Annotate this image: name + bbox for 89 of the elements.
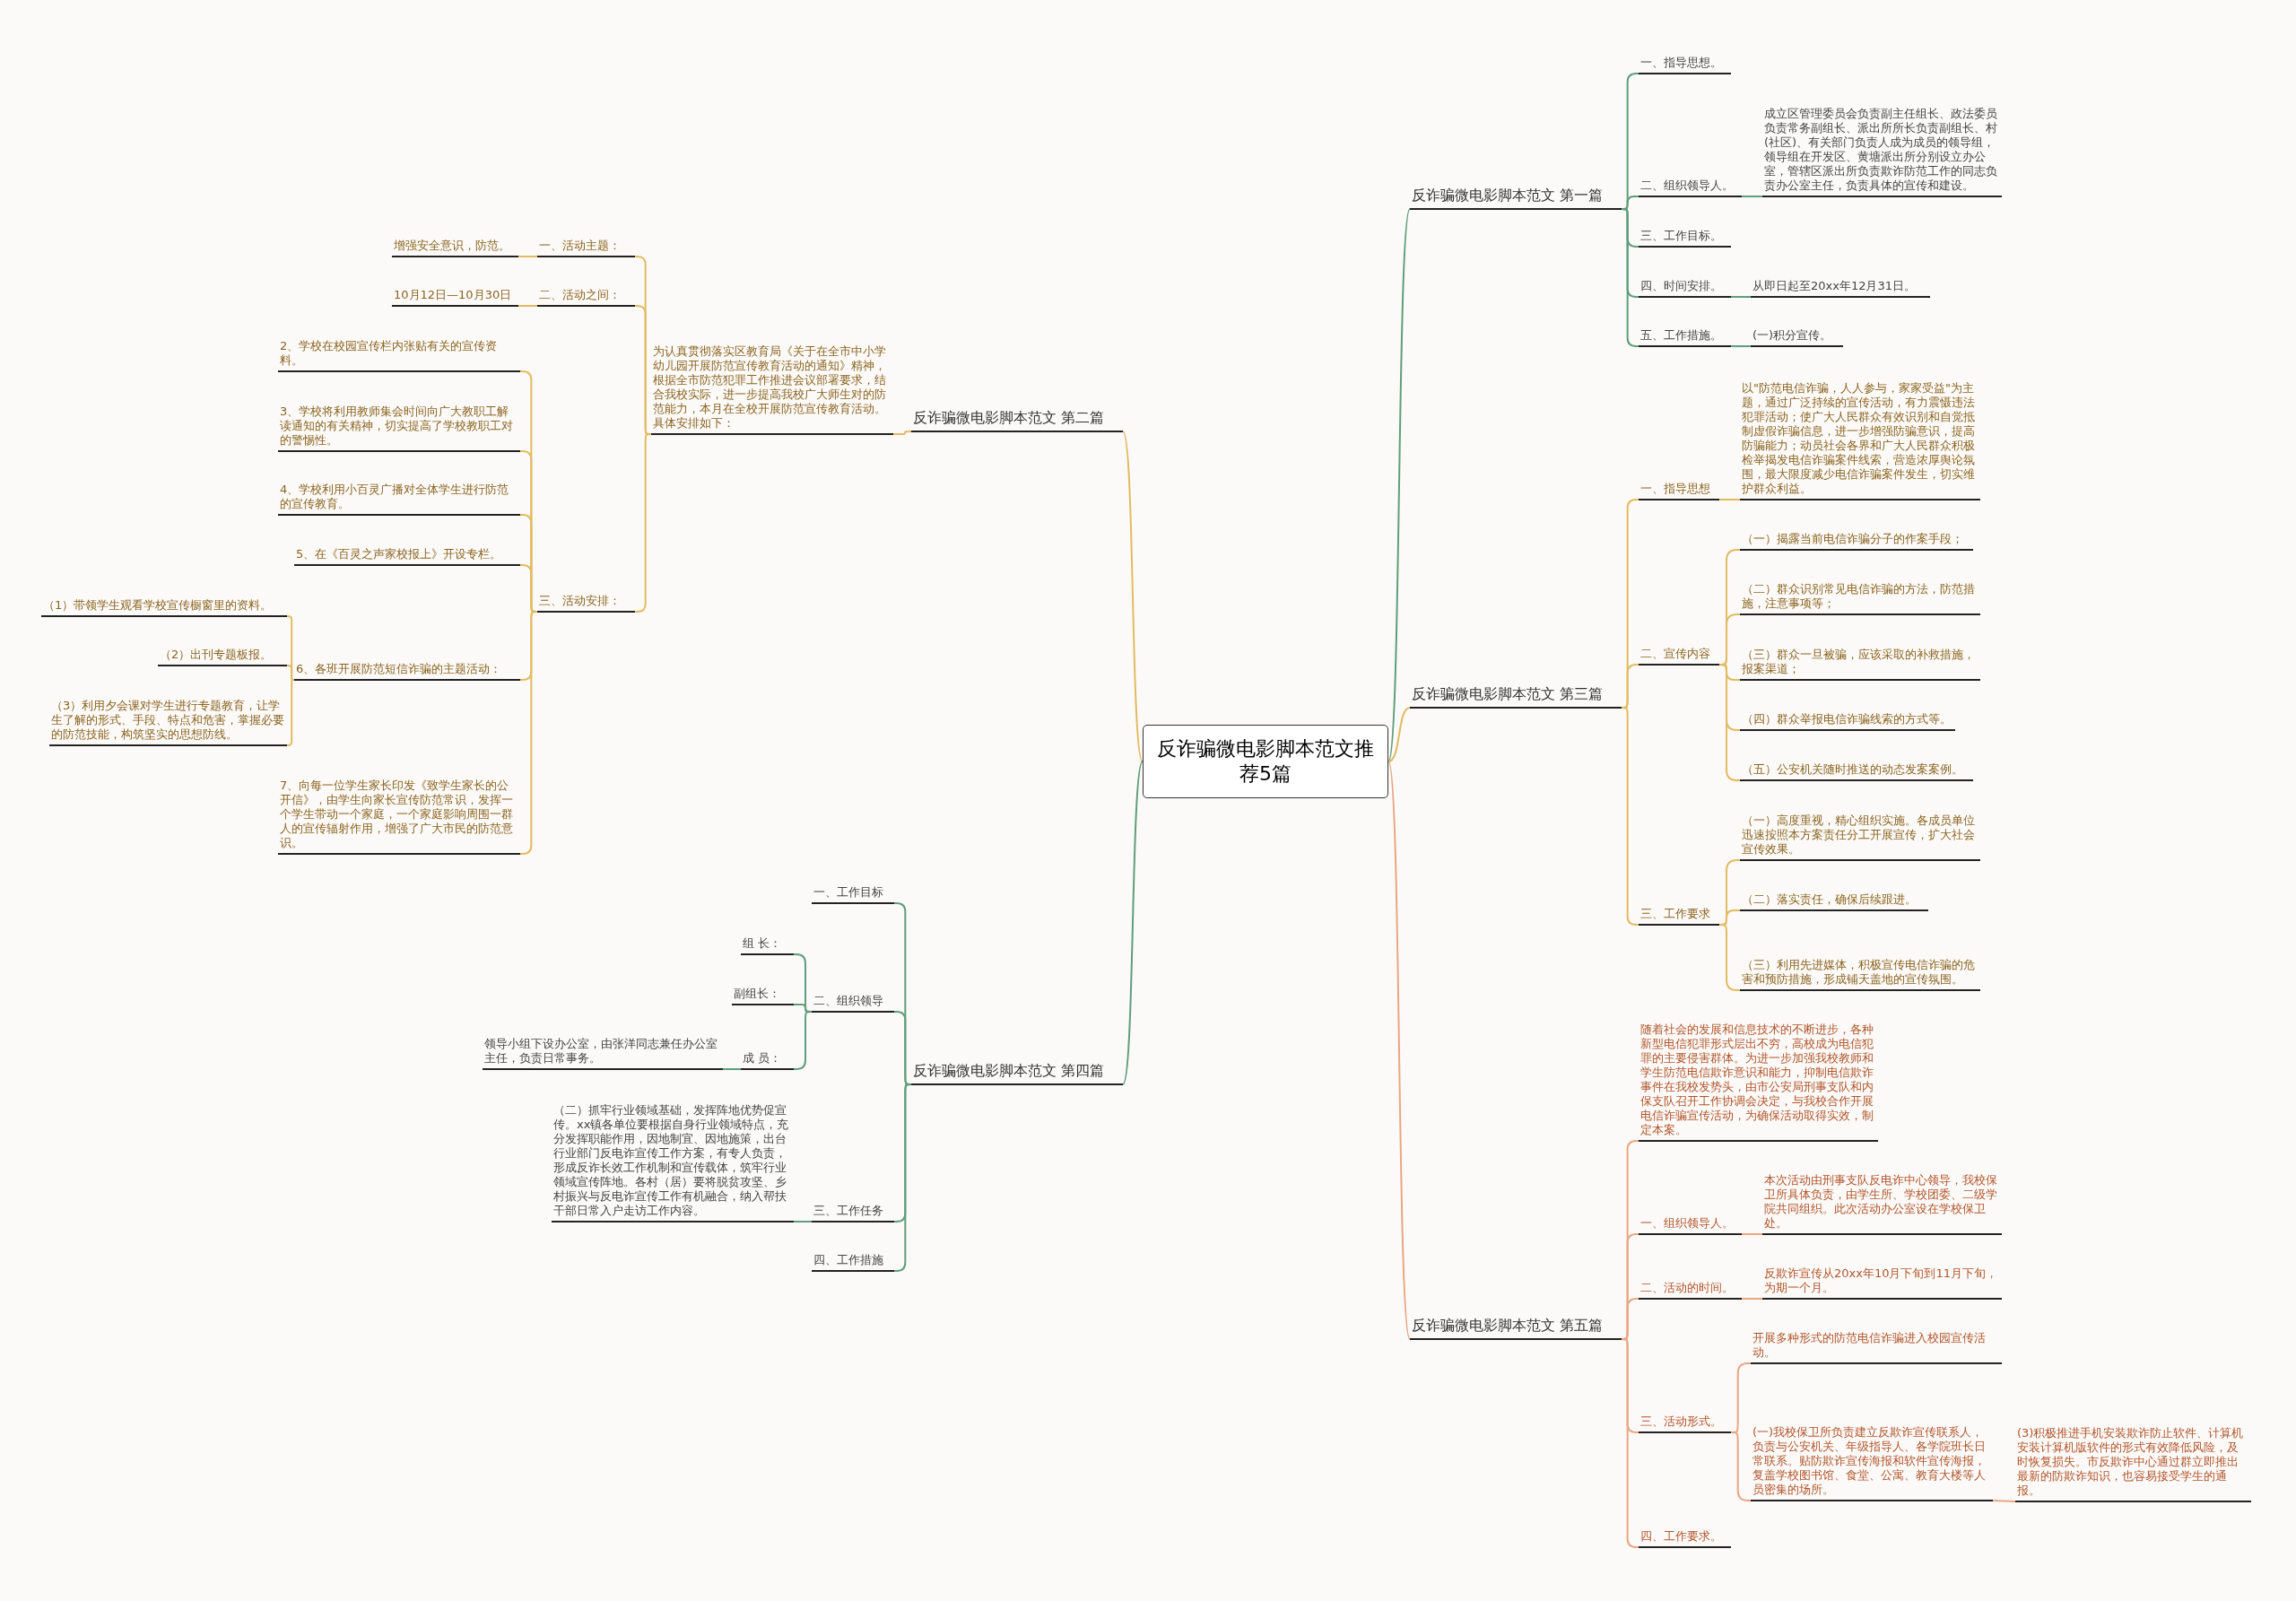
subtopic: 三、活动安排： [537, 594, 635, 613]
connector-line [519, 611, 538, 855]
subtopic: 5、在《百灵之声家校报上》开设专栏。 [294, 547, 520, 566]
subtopic: （二）落实责任，确保后续跟进。 [1740, 892, 1928, 911]
subtopic: 从即日起至20xx年12月31日。 [1751, 279, 1930, 298]
connector-line [1730, 296, 1752, 298]
subtopic: （五）公安机关随时推送的动态发案案例。 [1740, 762, 1973, 781]
connector-line [1387, 707, 1411, 762]
subtopic: （四）群众举报电信诈骗线索的方式等。 [1740, 712, 1955, 731]
subtopic: 一、组织领导人。 [1639, 1216, 1742, 1235]
subtopic: 2、学校在校园宣传栏内张贴有关的宣传资料。 [278, 339, 520, 372]
subtopic: 二、组织领导 [812, 994, 894, 1013]
connector-line [1387, 208, 1411, 762]
subtopic: 四、工作措施 [812, 1253, 894, 1272]
central-topic-box: 反诈骗微电影脚本范文推荐5篇 [1143, 725, 1388, 798]
connector-line [722, 1068, 742, 1070]
subtopic: 一、工作目标 [812, 885, 894, 904]
subtopic: 二、活动之间： [537, 288, 635, 307]
connector-line [1122, 761, 1144, 1085]
branch-topic: 反诈骗微电影脚本范文 第一篇 [1410, 187, 1622, 210]
connector-line [1122, 431, 1144, 762]
note-text: （二）群众识别常见电信诈骗的方法，防范措施，注意事项等； [1740, 582, 1980, 615]
subtopic: 三、工作目标。 [1639, 229, 1731, 248]
note-text: 3、学校将利用教师集会时间向广大教职工解读通知的有关精神，切实提高了学校教职工对的警惕性。 [278, 405, 520, 452]
connector-line [1387, 761, 1411, 1340]
note-text: （一）高度重视，精心组织实施。各成员单位迅速按照本方案责任分工开展宣传，扩大社会宣传效果。 [1740, 814, 1980, 861]
connector-line [517, 256, 538, 257]
connector-line [1718, 499, 1741, 500]
subtopic: (一)积分宣传。 [1751, 328, 1843, 347]
note-text: （三）利用先进媒体，积极宣传电信诈骗的危害和预防措施，形成铺天盖地的宣传氛围。 [1740, 958, 1980, 991]
branch-topic: 反诈骗微电影脚本范文 第四篇 [911, 1062, 1123, 1085]
subtopic: 三、工作任务 [812, 1204, 894, 1223]
subtopic: 一、活动主题： [537, 239, 635, 257]
connector-line [286, 665, 295, 681]
connector-line [1621, 1338, 1639, 1548]
subtopic: 二、组织领导人。 [1639, 178, 1742, 197]
note-text: 以"防范电信诈骗，人人参与，家家受益"为主题，通过广泛持续的宣传活动，有力震慑违法犯罪活动；使广大人民群众有效识别和自觉抵制虚假诈骗信息，进一步增强防骗意识，提高防骗能力；动员社会各界和广大人民群众积极检举揭发电信诈骗案件线索，营造浓厚舆论氛围，最大限度减少电信诈骗案件发生，切实维护群众利益。 [1740, 381, 1980, 500]
connector-line [1621, 208, 1639, 347]
subtopic: 四、工作要求。 [1639, 1529, 1731, 1548]
subtopic: 6、各班开展防范短信诈骗的主题活动： [294, 662, 520, 681]
connector-line [793, 1011, 813, 1070]
subtopic: 二、活动的时间。 [1639, 1281, 1742, 1300]
note-text: 反欺诈宣传从20xx年10月下旬到11月下旬，为期一个月。 [1762, 1266, 2002, 1300]
subtopic: 副组长： [732, 987, 794, 1005]
connector-line [892, 431, 912, 435]
note-text: 成立区管理委员会负责副主任组长、政法委员负责常务副组长、派出所所长负责副组长、村(社区)、有关部门负责人成为成员的领导组，领导组在开发区、黄塘派出所分别设立办公室，管辖区派出所负责欺诈防范工作的同志负责办公室主任，负责具体的宣传和建设。 [1762, 107, 2002, 197]
note-text: (3)积极推进手机安装欺诈防止软件、计算机安装计算机版软件的形式有效降低风险，及时恢复损失。市反欺诈中心通过群立即推出最新的防欺诈知识，也容易接受学生的通报。 [2015, 1426, 2251, 1502]
subtopic: 二、宣传内容 [1639, 647, 1719, 666]
connector-line [1730, 345, 1752, 347]
note-text: （3）利用夕会课对学生进行专题教育，让学生了解的形式、手段、特点和危害，掌握必要的防范技能，构筑坚实的思想防线。 [49, 699, 287, 746]
subtopic: 一、指导思想 [1639, 482, 1719, 500]
subtopic: （1）带领学生观看学校宣传橱窗里的资料。 [41, 598, 287, 617]
note-text: 领导小组下设办公室，由张洋同志兼任办公室主任，负责日常事务。 [483, 1037, 723, 1070]
connector-line [1741, 1298, 1763, 1300]
note-text: (一)我校保卫所负责建立反欺诈宣传联系人，负责与公安机关、年级指导人、各学院班长日常联系。贴防欺诈宣传海报和软件宣传海报，复盖学校图书馆、食堂、公寓、教育大楼等人员密集的场所。 [1751, 1425, 1993, 1501]
connector-line [1741, 196, 1763, 197]
subtopic: 增强安全意识，防范。 [392, 239, 518, 257]
connector-line [286, 679, 295, 746]
subtopic: 开展多种形式的防范电信诈骗进入校园宣传活动。 [1751, 1331, 2002, 1364]
subtopic: 成 员： [741, 1051, 794, 1070]
subtopic: 10月12日—10月30日 [392, 288, 518, 307]
subtopic: 组 长： [741, 936, 794, 955]
connector-line [1718, 924, 1741, 991]
connector-line [1718, 664, 1741, 781]
note-text: 随着社会的发展和信息技术的不断进步，各种新型电信犯罪形式层出不穷，高校成为电信犯罪的主要侵害群体。为进一步加强我校教师和学生防范电信欺诈意识和能力，抑制电信欺诈事件在我校发势头，由市公安局刑事支队和内保支队召开工作协调会决定，与我校合作开展电信诈骗宣传活动，为确保活动取得实效，制定本案。 [1639, 1022, 1878, 1142]
note-text: （二）抓牢行业领域基础，发挥阵地优势促宣传。xx镇各单位要根据自身行业领域特点，充分发挥职能作用，因地制宜、因地施策，出台行业部门反电诈宣传工作方案，有专人负责，形成反诈长效工作机制和宣传载体，筑牢行业领域宣传阵地。各村（居）要将脱贫攻坚、乡村振兴与反电诈宣传工作有机融合，纳入帮扶干部日常入户走访工作内容。 [552, 1103, 794, 1223]
note-text: （三）群众一旦被骗，应该采取的补救措施，报案渠道； [1740, 648, 1980, 681]
subtopic: 三、活动形式。 [1639, 1414, 1731, 1433]
connector-line [1621, 707, 1639, 926]
subtopic: （2）出刊专题板报。 [158, 648, 287, 666]
note-text: 为认真贯彻落实区教育局《关于在全市中小学幼儿园开展防范宣传教育活动的通知》精神，根据全市防范犯罪工作推进会议部署要求，结合我校实际，进一步提高我校广大师生对的防范能力，本月在全校开展防范宣传教育活动。具体安排如下： [651, 344, 893, 435]
note-text: 本次活动由刑事支队反电诈中心领导，我校保卫所具体负责，由学生所、学校团委、二级学院共同组织。此次活动办公室设在学校保卫处。 [1762, 1173, 2002, 1235]
connector-line [1741, 1233, 1763, 1235]
note-text: 7、向每一位学生家长印发《致学生家长的公开信》，由学生向家长宣传防范常识，发挥一个学生带动一个家庭，一个家庭影响周围一群人的宣传辐射作用，增强了广大市民的防范意识。 [278, 779, 520, 855]
connector-line [634, 433, 652, 613]
subtopic: 一、指导思想。 [1639, 56, 1731, 74]
connector-line [517, 305, 538, 307]
subtopic: （一）揭露当前电信诈骗分子的作案手段； [1740, 532, 1973, 551]
branch-topic: 反诈骗微电影脚本范文 第五篇 [1410, 1317, 1622, 1340]
connector-line [1730, 1431, 1752, 1501]
subtopic: 四、时间安排。 [1639, 279, 1731, 298]
note-text: 4、学校利用小百灵广播对全体学生进行防范的宣传教育。 [278, 483, 520, 516]
subtopic: 三、工作要求 [1639, 907, 1719, 926]
subtopic: 五、工作措施。 [1639, 328, 1731, 347]
connector-line [1992, 1500, 2016, 1502]
connector-line [893, 1083, 912, 1272]
connector-line [793, 1221, 813, 1223]
branch-topic: 反诈骗微电影脚本范文 第二篇 [911, 409, 1123, 432]
branch-topic: 反诈骗微电影脚本范文 第三篇 [1410, 685, 1622, 709]
